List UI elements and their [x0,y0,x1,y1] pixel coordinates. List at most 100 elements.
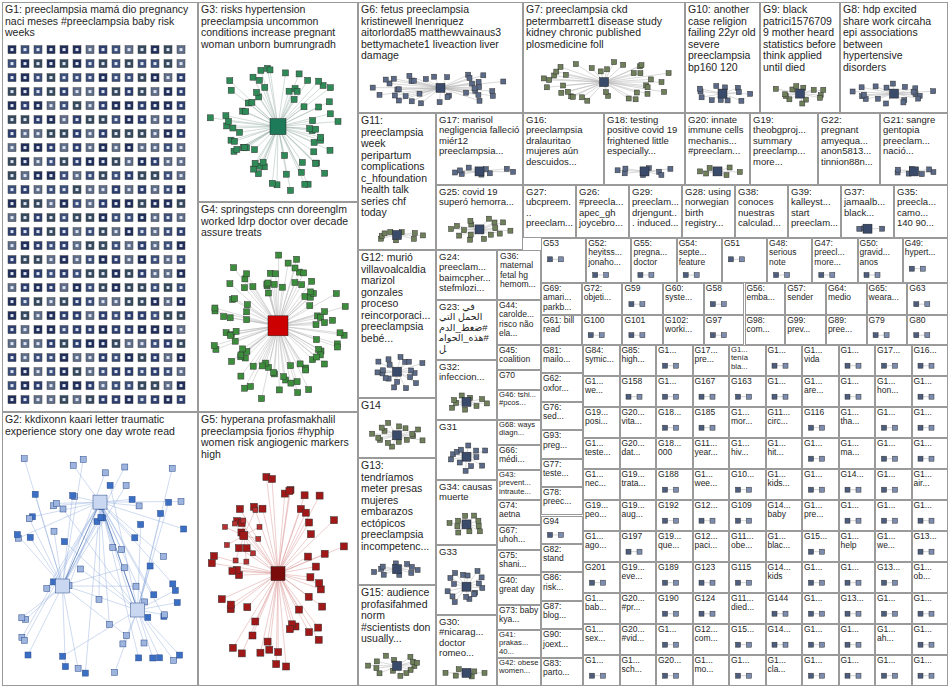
network-vertex [297,361,303,367]
network-vertex [60,312,68,320]
network-vertex [99,396,107,404]
network-vertex [47,382,55,390]
network-vertex [462,228,467,233]
network-vertex [177,60,185,68]
avatar-detail [50,132,53,135]
avatar-detail [102,104,105,107]
network-vertex [857,226,862,231]
network-vertex [311,149,317,155]
network-vertex [269,180,275,186]
network-vertex [483,448,488,453]
network-vertex [34,88,42,96]
network-vertex [177,102,185,110]
network-vertex [409,368,414,373]
avatar-detail [50,90,53,93]
network-vertex [291,96,297,102]
network-vertex [464,594,469,599]
network-vertex [164,144,172,152]
avatar-detail [128,272,131,275]
avatar-detail [89,356,92,359]
network-vertex [265,280,271,286]
avatar-detail [63,90,66,93]
network-vertex [484,401,489,406]
network-vertex [73,172,81,180]
network-vertex [47,102,55,110]
network-vertex [407,73,412,78]
network-vertex [600,78,609,87]
network-vertex [724,173,729,178]
network-vertex [639,63,644,68]
network-vertex [34,396,42,404]
network-vertex [312,160,318,166]
network-vertex [136,655,142,661]
network-vertex [387,362,392,367]
network-vertex [21,116,29,124]
network-vertex [227,78,233,84]
network-vertex [559,90,564,95]
avatar-detail [11,300,14,303]
network-vertex [161,553,167,559]
avatar-detail [37,398,40,401]
network-vertex [77,566,83,572]
avatar-detail [180,258,183,261]
network-vertex [73,256,81,264]
network-vertex [132,535,138,541]
network-vertex [331,517,338,524]
network-vertex [125,172,133,180]
network-edge [604,82,648,94]
network-vertex [862,92,867,97]
network-vertex [99,158,107,166]
network-vertex [453,673,458,678]
network-vertex [34,368,42,376]
network-vertex [472,86,477,91]
network-vertex [70,493,76,499]
network-vertex [243,109,249,115]
avatar-detail [50,202,53,205]
avatar-detail [180,216,183,219]
network-vertex [468,232,473,237]
network-vertex [623,166,628,171]
network-vertex [269,476,276,483]
network-vertex [125,312,133,320]
avatar-detail [141,48,144,51]
avatar-detail [63,328,66,331]
network-vertex [138,326,146,334]
network-vertex [445,95,450,100]
network-vertex [288,187,294,193]
network-vertex [322,309,328,315]
network-vertex [475,569,480,574]
network-vertex [366,663,371,668]
avatar-detail [167,118,170,121]
avatar-detail [37,48,40,51]
network-vertex [151,312,159,320]
avatar-detail [128,230,131,233]
network-vertex [8,74,16,82]
network-vertex [86,242,94,250]
network-vertex [501,220,506,225]
network-vertex [393,367,402,376]
network-vertex [164,256,172,264]
avatar-detail [167,286,170,289]
network-vertex [283,663,290,670]
avatar-detail [63,146,66,149]
avatar-detail [89,216,92,219]
network-vertex [8,158,16,166]
network-vertex [164,228,172,236]
network-vertex [240,145,246,151]
avatar-detail [11,146,14,149]
network-vertex [301,104,307,110]
network-vertex [27,534,33,540]
network-edge [604,79,651,82]
network-vertex [125,88,133,96]
network-vertex [931,89,936,94]
network-edge [62,502,100,586]
avatar-detail [89,314,92,317]
avatar-detail [102,230,105,233]
network-vertex [420,361,425,366]
network-vertex [112,158,120,166]
network-edge [100,502,164,616]
network-vertex [34,158,42,166]
network-vertex [718,89,727,98]
network-vertex [86,200,94,208]
network-vertex [8,102,16,110]
